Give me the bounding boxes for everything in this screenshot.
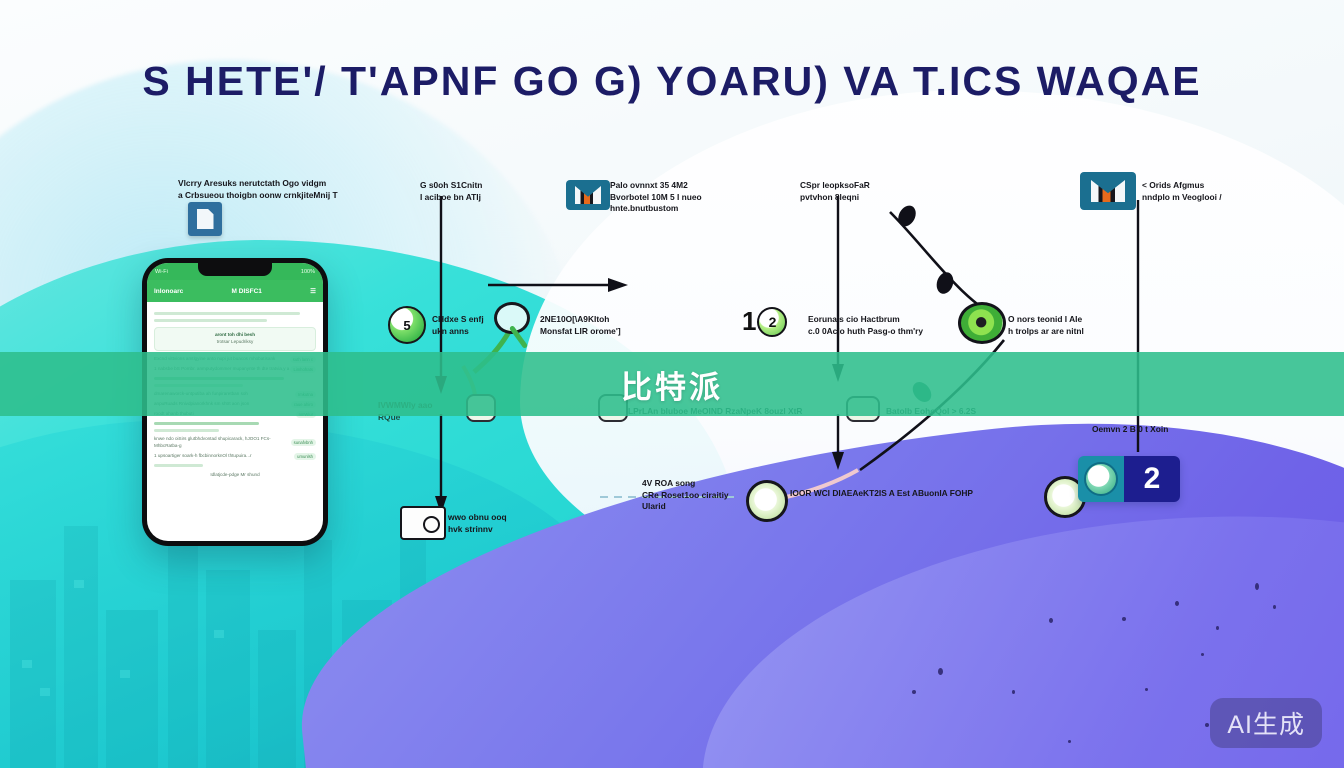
circle-glyph: 5	[403, 317, 411, 333]
brand-banner: 比特派	[0, 352, 1344, 416]
row-label: knwe ndo oiSirs glutbhdvontad shupicarac…	[154, 435, 271, 448]
step-number-pair: 1 2	[742, 306, 788, 337]
eye-icon[interactable]	[958, 302, 1006, 344]
ai-generated-watermark: AI生成	[1210, 698, 1322, 748]
status-battery: 100%	[300, 268, 315, 275]
step-badge[interactable]: 2	[1078, 456, 1180, 502]
node-label: O nors teonid I AIe h trolps ar are nitn…	[1008, 314, 1084, 336]
cloud-chip-icon[interactable]	[566, 180, 610, 210]
speck	[1201, 653, 1204, 656]
speck	[1049, 618, 1053, 623]
chart-thumbnail-icon[interactable]	[1080, 172, 1136, 210]
digit-two: 2	[757, 306, 788, 337]
app-card[interactable]: aront toh dhi besh trotsar Lepudriksy	[154, 327, 316, 351]
speck	[1175, 601, 1179, 606]
speck	[1255, 583, 1259, 590]
node-label: Vlcrry Aresuks nerutctath Ogo vidgm a Cr…	[178, 178, 338, 200]
status-carrier: Wi-Fi	[155, 268, 168, 275]
badge-icon	[1078, 456, 1124, 502]
speck	[1216, 626, 1219, 630]
node-label: Eorunals cio Hactbrum c.0 0Acjo huth Pas…	[808, 314, 924, 336]
node-label: wwo obnu ooq hvk strinnv	[448, 512, 507, 534]
digit-one: 1	[742, 306, 757, 336]
row-value: umunlsh	[294, 452, 316, 460]
brand-name: 比特派	[621, 369, 723, 405]
ring-icon[interactable]	[746, 480, 788, 522]
speck	[1205, 723, 1209, 727]
speck	[1122, 617, 1126, 621]
speck	[912, 690, 916, 694]
page-title: S HETE'/ T'APNF GO G) YOARU) VA T.ICS WA…	[142, 58, 1202, 104]
app-footer-text: Idlatjcde-pdge Mr shund	[210, 471, 260, 477]
app-menu-label[interactable]: lnlonoarc	[154, 287, 184, 295]
speck	[1068, 740, 1071, 743]
list-item[interactable]: knwe ndo oiSirs glutbhdvontad shupicarac…	[154, 436, 316, 450]
node-label: CSpr leopksoFaR pvtvhon 8leqni	[800, 180, 870, 202]
node-label: Oemvn 2 B 0 t Xoin	[1092, 424, 1169, 434]
magnifier-icon[interactable]	[494, 302, 530, 349]
app-title: M DISFC1	[231, 287, 262, 295]
wallet-icon[interactable]	[400, 506, 446, 540]
row-label: 1 upsoartiger soark-h fbcbinnorknOl thtu…	[154, 452, 252, 458]
speck	[1273, 605, 1276, 609]
app-top-bar: lnlonoarc M DISFC1 ☰	[147, 280, 323, 302]
row-value: sunafvbnh	[290, 439, 316, 447]
badge-number: 2	[1124, 456, 1180, 502]
speck	[1012, 690, 1015, 694]
node-label: Palo ovnnxt 35 4M2 Bvorbotel 10M 5 I nue…	[610, 180, 702, 214]
node-label: 4V ROA song CRe Roset1oo ciraitiy Ularid	[642, 478, 729, 512]
node-label: 2NE10O[\A9KItoh Monsfat LIR orome']	[540, 314, 621, 336]
document-icon[interactable]	[188, 202, 222, 236]
phone-notch	[198, 263, 272, 276]
numbered-circle-icon[interactable]: 5	[388, 306, 426, 344]
node-label: IOOR WCI DIAEAeKT2IS A Est ABuonIA FOHP	[790, 488, 974, 498]
speck	[938, 668, 943, 675]
speck	[1145, 688, 1148, 691]
node-label: G s0oh S1Cnitn I aciboe bn ATIj	[420, 180, 483, 202]
node-label: < Orids Afgmus nndplo m Veoglooi /	[1142, 180, 1222, 202]
list-item[interactable]: 1 upsoartiger soark-h fbcbinnorknOl thtu…	[154, 452, 316, 460]
card-title: aront toh dhi besh	[214, 332, 256, 337]
node-label: CHdxe S enfj ukn anns	[432, 314, 484, 336]
app-action-icon[interactable]: ☰	[310, 288, 316, 295]
card-subtitle: trotsar Lepudriksy	[216, 338, 254, 344]
